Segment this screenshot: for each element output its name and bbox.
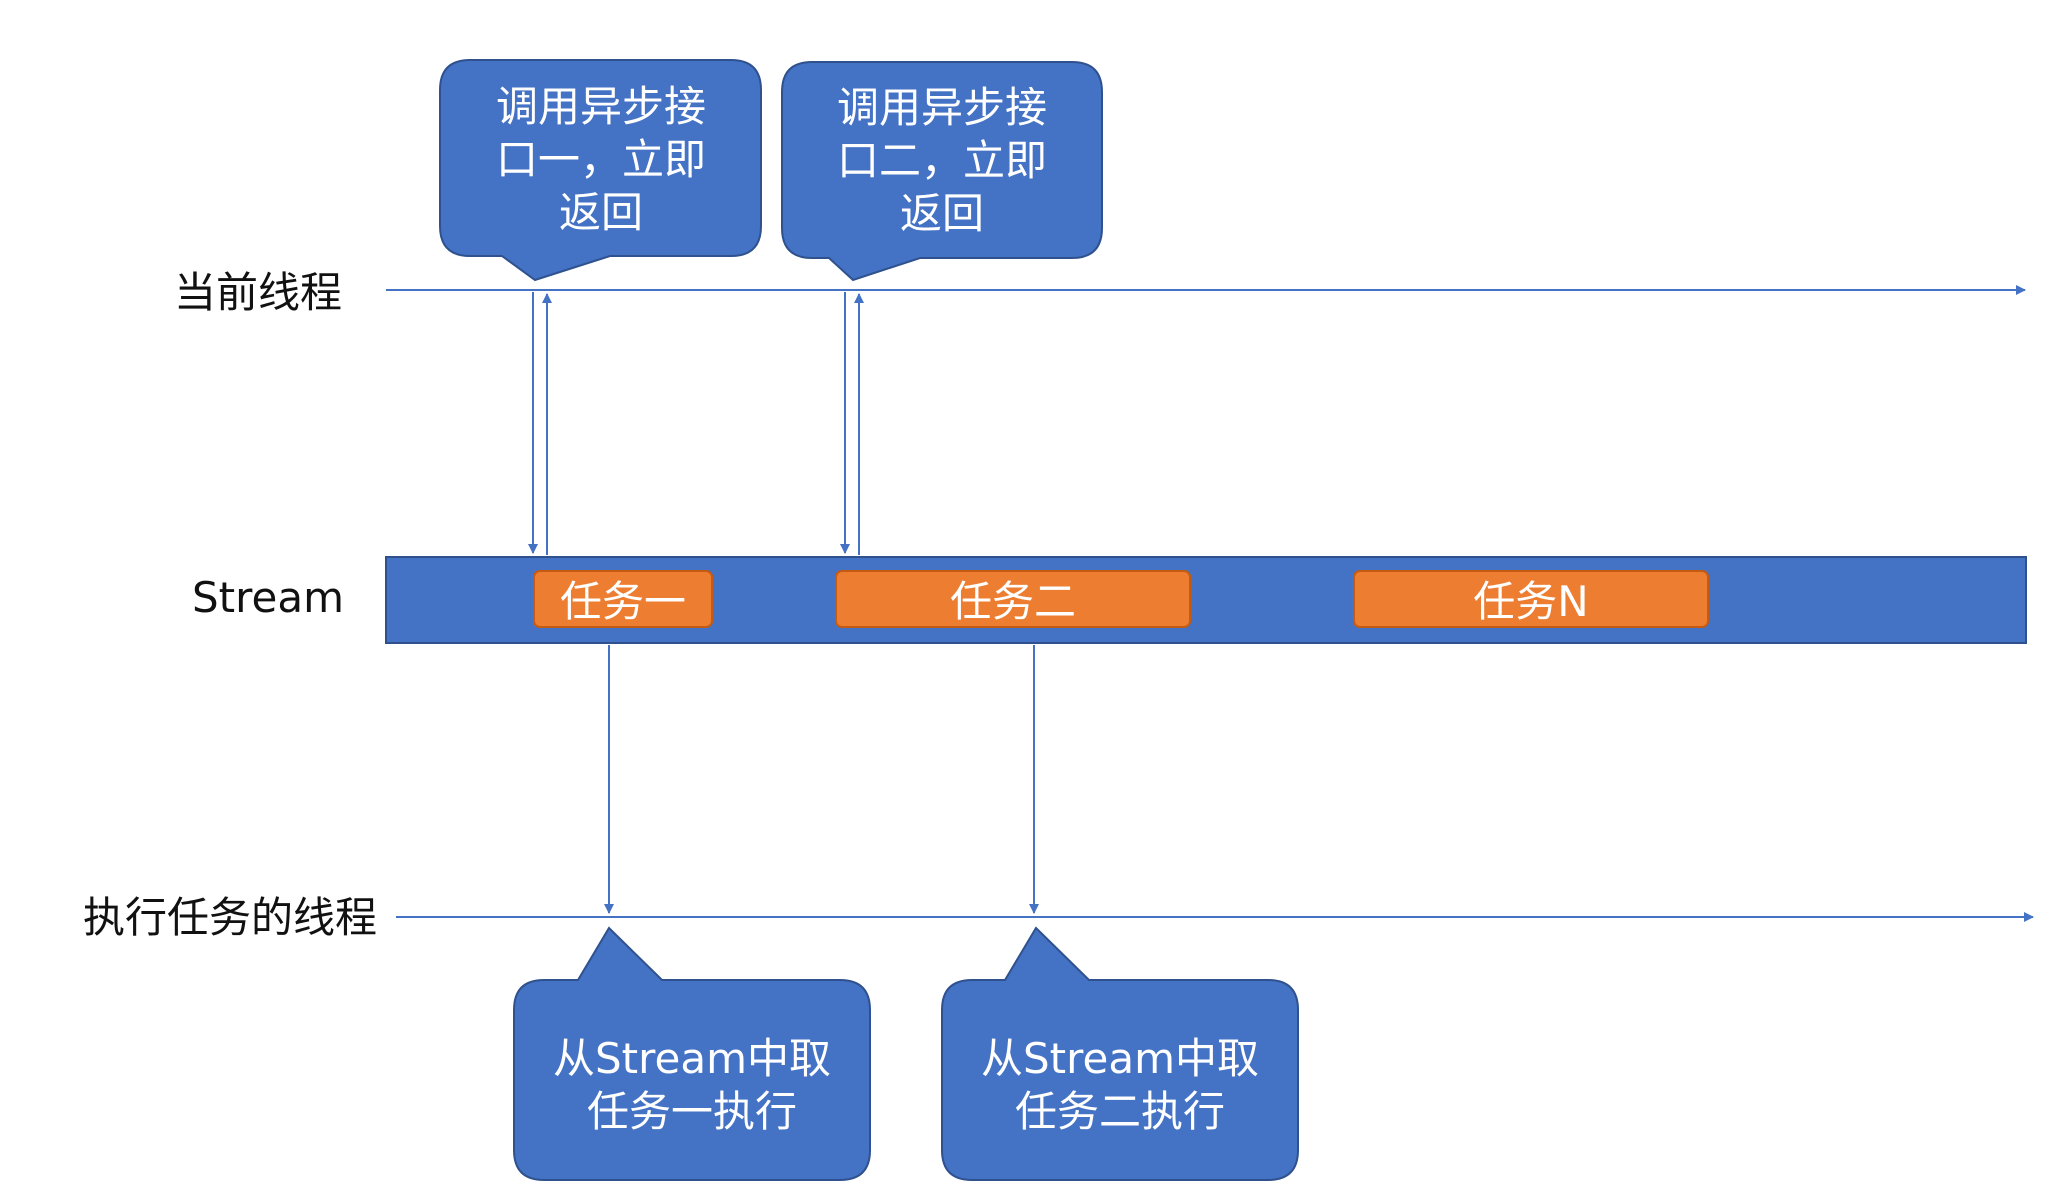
callout-exec-one-line-2: 任务一执行 (587, 1087, 797, 1136)
callout-call-two-line-1: 调用异步接 (837, 83, 1047, 132)
callout-call-one: 调用异步接 口一，立即 返回 (439, 59, 762, 282)
callout-exec-one: 从Stream中取 任务一执行 (513, 926, 871, 1181)
task-box-n: 任务N (1353, 570, 1709, 628)
callout-exec-two: 从Stream中取 任务二执行 (941, 926, 1299, 1181)
task-label-n: 任务N (1473, 577, 1588, 626)
callout-call-two: 调用异步接 口二，立即 返回 (781, 61, 1103, 282)
callout-exec-two-line-1: 从Stream中取 (981, 1034, 1259, 1083)
callout-call-two-line-2: 口二，立即 (837, 136, 1047, 185)
callout-call-one-line-1: 调用异步接 (496, 82, 706, 131)
callout-call-two-line-3: 返回 (900, 189, 984, 238)
row-label-current-thread: 当前线程 (174, 268, 342, 317)
task-label-two: 任务二 (950, 577, 1076, 626)
callout-call-one-line-3: 返回 (559, 188, 643, 237)
callout-call-one-line-2: 口一，立即 (496, 135, 706, 184)
task-box-one: 任务一 (533, 570, 713, 628)
callout-exec-two-line-2: 任务二执行 (1015, 1087, 1225, 1136)
row-label-stream: Stream (192, 573, 344, 622)
callout-exec-one-line-1: 从Stream中取 (553, 1034, 831, 1083)
task-label-one: 任务一 (560, 577, 686, 626)
task-box-two: 任务二 (835, 570, 1191, 628)
row-label-exec-thread: 执行任务的线程 (83, 893, 377, 942)
